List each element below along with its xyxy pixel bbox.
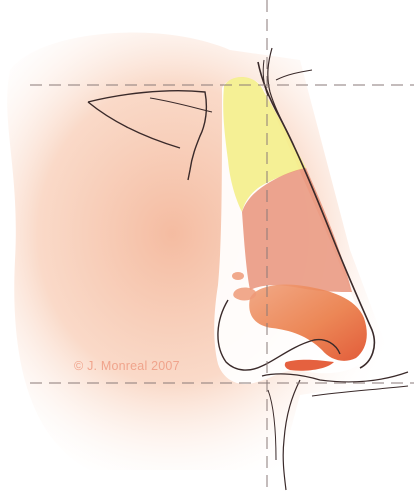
skin-glow [7,33,400,470]
alar-patch-small [232,272,244,280]
copyright-credit: © J. Monreal 2007 [74,359,180,373]
